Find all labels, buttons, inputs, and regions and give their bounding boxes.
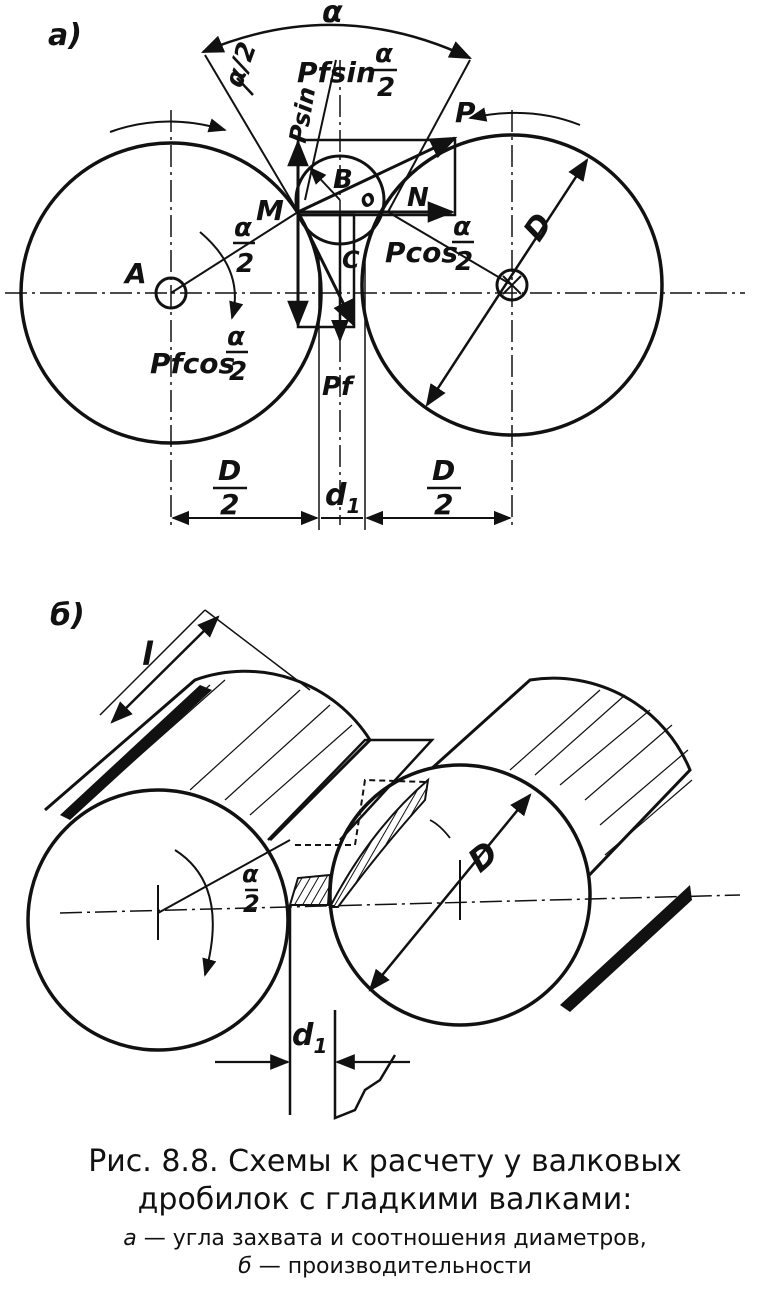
- alpha-half-rot-bar: [236, 77, 254, 96]
- force-p-arrow: [297, 136, 458, 214]
- subcaption-a-text: — угла захвата и соотношения диаметров,: [136, 1226, 647, 1251]
- right-cylinder-body: [428, 676, 692, 892]
- pfcos-two: 2: [229, 357, 247, 387]
- sector-right-ray: [387, 59, 471, 213]
- alpha-half-num-a: α: [234, 213, 252, 243]
- subcaption-a: а — угла захвата и соотношения диаметров…: [0, 1225, 770, 1253]
- radius-arrow: [308, 166, 341, 201]
- gap-block-top: [267, 738, 435, 841]
- subcaption-b: б — производительности: [0, 1253, 770, 1281]
- o-label: o: [354, 185, 381, 214]
- figure-b: б): [26, 598, 741, 1120]
- subcaption-a-letter: а: [123, 1226, 137, 1251]
- caption-line-2: дробилок с гладкими валками:: [137, 1182, 633, 1217]
- figure-a: a): [5, 18, 745, 530]
- figure-b-labels: l D α 2 d1: [142, 635, 506, 1058]
- d-half-right-den: 2: [434, 488, 453, 521]
- pfsin-alpha: α: [375, 39, 393, 69]
- gap-right-break: [333, 1010, 397, 1120]
- pcos-alpha: α: [453, 212, 471, 242]
- gap-section: [288, 873, 332, 906]
- d-half-left-den: 2: [220, 488, 239, 521]
- a-point-label: A: [123, 257, 147, 290]
- alpha-half-num-b: α: [242, 860, 259, 888]
- pfsin-label: Pfsin: [297, 56, 376, 89]
- p-label: P: [455, 96, 476, 129]
- d-half-right-num: D: [432, 454, 455, 487]
- pcos-two: 2: [455, 247, 473, 277]
- alpha-half-den-a: 2: [236, 249, 254, 279]
- left-radius-line: [170, 211, 299, 294]
- alpha-ray-b: [157, 839, 291, 914]
- d1-label-b: d1: [292, 1018, 327, 1058]
- d-half-left-num: D: [218, 454, 241, 487]
- force-pf-arrow: [296, 211, 356, 328]
- sector-left-ray: [204, 54, 299, 213]
- angle-arc-arrow: [199, 231, 244, 320]
- right-cylinder-shadow: [560, 885, 692, 1012]
- alpha-label: α: [322, 0, 343, 30]
- figure-caption: Рис. 8.8. Схемы к расчету у валковых дро…: [0, 1143, 770, 1219]
- subcaption-b-text: — производительности: [251, 1254, 532, 1279]
- pfsin-two: 2: [377, 73, 395, 103]
- l-label: l: [142, 635, 154, 673]
- alpha-half-rotated: α/2: [219, 38, 263, 91]
- d1-label-a: d1: [325, 478, 360, 518]
- pf-label: Pf: [322, 372, 356, 402]
- figure-b-axis: [59, 894, 741, 914]
- pcos-label: Pcos: [385, 236, 458, 269]
- b-label: B: [333, 165, 353, 195]
- l-ext-right: [204, 609, 311, 691]
- caption-line-1: Рис. 8.8. Схемы к расчету у валковых: [88, 1144, 682, 1179]
- panel-a-label: a): [48, 18, 82, 53]
- n-label: N: [407, 183, 429, 213]
- right-rotation-arrow: [468, 107, 581, 126]
- figure-subcaption: а — угла захвата и соотношения диаметров…: [0, 1225, 770, 1281]
- diameter-dimension-b: [368, 793, 532, 992]
- m-label: M: [256, 194, 284, 227]
- panel-b-label: б): [50, 598, 85, 633]
- alpha-arc: [200, 23, 473, 60]
- diameter-dimension-a: [425, 158, 589, 407]
- pfcos-alpha: α: [227, 322, 245, 352]
- rotation-arrow-b: [174, 849, 217, 977]
- gap-block-hidden: [295, 778, 426, 846]
- l-dimension: [110, 615, 220, 724]
- left-rotation-arrow: [109, 118, 227, 133]
- alpha-half-den-b: 2: [243, 890, 260, 918]
- pfcos-label: Pfcos: [150, 347, 235, 380]
- subcaption-b-letter: б: [238, 1254, 252, 1279]
- c-label: C: [342, 246, 360, 274]
- psin-label: Psin: [284, 85, 321, 145]
- pfsin-leader: [304, 59, 337, 201]
- right-cylinder-hatch: [509, 689, 693, 856]
